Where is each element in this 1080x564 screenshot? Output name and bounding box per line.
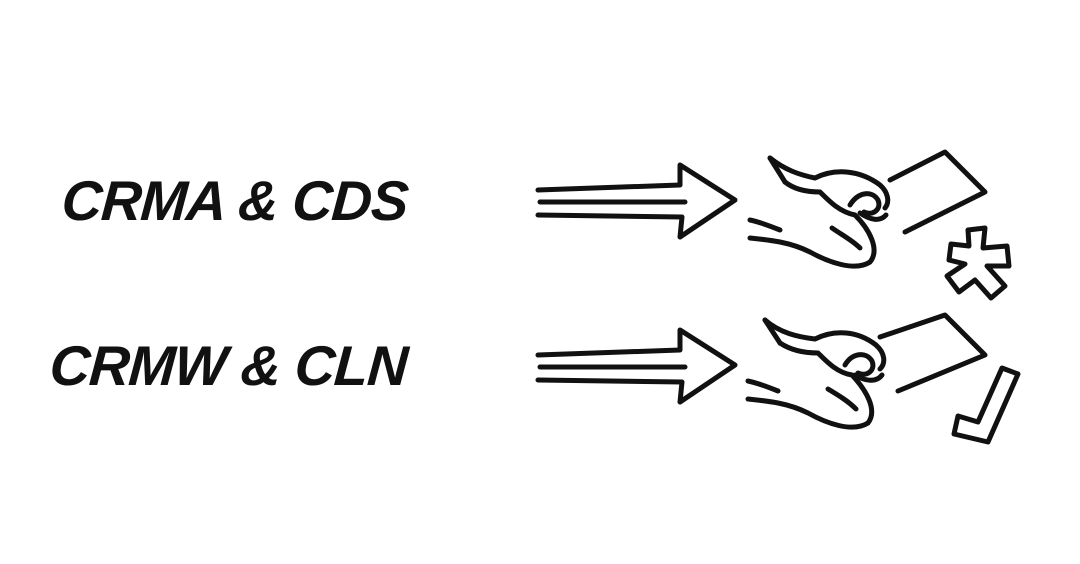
double-arrow-icon <box>535 162 738 240</box>
row-label: CRMW & CLN <box>47 334 410 397</box>
row-crma-cds: CRMA & CDS <box>0 130 1080 301</box>
check-icon <box>951 365 1021 445</box>
row-crmw-cln: CRMW & CLN <box>0 295 1080 445</box>
row-label: CRMA & CDS <box>59 169 410 232</box>
hand-holding-card-icon <box>745 312 988 430</box>
cross-icon <box>944 225 1012 301</box>
hand-holding-card-icon <box>747 149 988 269</box>
double-arrow-icon <box>535 327 738 405</box>
